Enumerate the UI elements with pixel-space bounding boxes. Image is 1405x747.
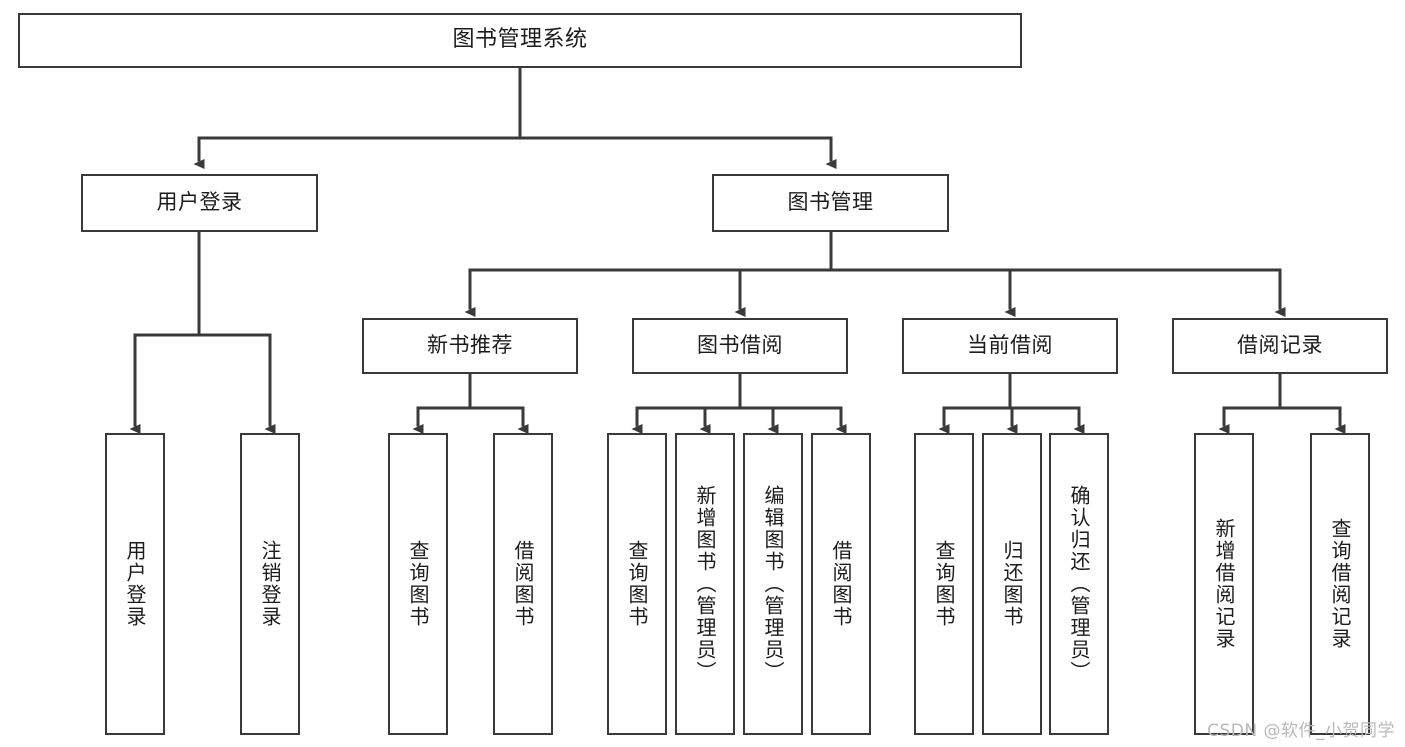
node-new-book-recommend[interactable]: 新书推荐 [362, 318, 578, 374]
node-label-book-management: 图书管理 [787, 190, 874, 215]
node-leaf-user-login[interactable]: 用户登录 [105, 433, 165, 735]
node-leaf-query-book-3[interactable]: 查询图书 [914, 433, 974, 735]
connector-group-user-login [129, 230, 276, 434]
node-leaf-query-book-2[interactable]: 查询图书 [607, 433, 667, 735]
node-label-leaf-add-record: 新增借阅记录 [1212, 518, 1236, 650]
node-label-leaf-query-record: 查询借阅记录 [1328, 518, 1352, 650]
node-borrow-record[interactable]: 借阅记录 [1172, 318, 1388, 374]
node-book-management[interactable]: 图书管理 [712, 174, 949, 232]
node-leaf-add-record[interactable]: 新增借阅记录 [1194, 433, 1254, 735]
node-label-leaf-user-login: 用户登录 [123, 540, 147, 628]
connector-group-current-borrow [938, 372, 1085, 434]
node-leaf-query-book-1[interactable]: 查询图书 [388, 433, 448, 735]
node-label-leaf-borrow-book-1: 借阅图书 [511, 540, 535, 628]
connector-group-book-borrow [631, 372, 847, 434]
node-leaf-edit-book[interactable]: 编辑图书（管理员） [743, 433, 803, 735]
node-leaf-return-book[interactable]: 归还图书 [982, 433, 1042, 735]
connector-group-book-management [464, 230, 1286, 317]
node-label-leaf-borrow-book-2: 借阅图书 [829, 540, 853, 628]
node-label-leaf-query-book-2: 查询图书 [625, 540, 649, 628]
node-label-leaf-return-book: 归还图书 [1000, 540, 1024, 628]
node-label-book-borrow: 图书借阅 [697, 333, 783, 358]
node-label-leaf-logout-login: 注销登录 [258, 540, 282, 628]
node-leaf-confirm-return[interactable]: 确认归还（管理员） [1049, 433, 1109, 735]
connector-group-root [193, 66, 837, 169]
node-label-leaf-add-book: 新增图书（管理员） [693, 485, 717, 683]
node-leaf-add-book[interactable]: 新增图书（管理员） [675, 433, 735, 735]
connector-group-borrow-record [1218, 372, 1346, 434]
node-label-new-book-recommend: 新书推荐 [427, 333, 513, 358]
node-root-system[interactable]: 图书管理系统 [18, 13, 1022, 68]
node-label-leaf-query-book-1: 查询图书 [406, 540, 430, 628]
node-label-root: 图书管理系统 [452, 27, 588, 53]
node-book-borrow[interactable]: 图书借阅 [632, 318, 848, 374]
node-label-user-login: 用户登录 [156, 190, 243, 215]
node-leaf-query-record[interactable]: 查询借阅记录 [1310, 433, 1370, 735]
node-label-leaf-edit-book: 编辑图书（管理员） [761, 485, 785, 683]
node-label-borrow-record: 借阅记录 [1237, 333, 1323, 358]
node-leaf-borrow-book-2[interactable]: 借阅图书 [811, 433, 871, 735]
node-user-login[interactable]: 用户登录 [81, 174, 318, 232]
node-leaf-borrow-book-1[interactable]: 借阅图书 [493, 433, 553, 735]
node-label-current-borrow: 当前借阅 [967, 333, 1053, 358]
node-label-leaf-query-book-3: 查询图书 [932, 540, 956, 628]
node-leaf-logout-login[interactable]: 注销登录 [240, 433, 300, 735]
node-current-borrow[interactable]: 当前借阅 [902, 318, 1118, 374]
node-label-leaf-confirm-return: 确认归还（管理员） [1067, 485, 1091, 683]
connector-group-new-book-recommend [412, 372, 529, 434]
